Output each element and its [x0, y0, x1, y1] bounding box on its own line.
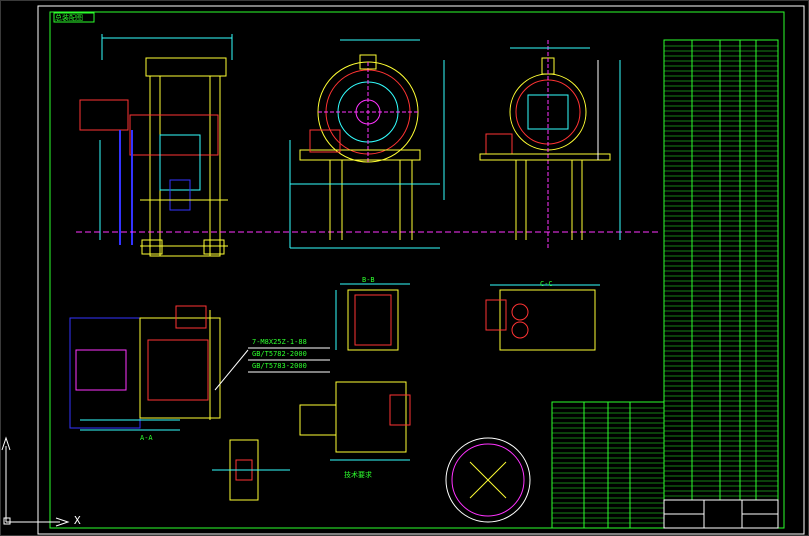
annotation-standard-2: GB/T5783-2000 — [252, 362, 307, 370]
ucs-icon — [1, 436, 70, 527]
section-label-b: B-B — [362, 276, 375, 284]
annotation-requirements: 技术要求 — [344, 471, 372, 479]
plan-view — [69, 305, 249, 431]
bill-table-rows — [552, 407, 664, 524]
bill-table — [551, 401, 665, 529]
detail-view-c — [299, 381, 411, 461]
side-view — [289, 39, 445, 249]
title-tag: 总装配图 — [55, 14, 83, 22]
notes-lines — [248, 347, 330, 373]
annotation-bolt: 7-M8X25Z-1-88 — [252, 338, 307, 346]
parts-list-rows — [664, 45, 778, 497]
end-view — [479, 40, 621, 250]
flange-view — [445, 437, 531, 523]
annotation-standard-1: GB/T5782-2000 — [252, 350, 307, 358]
section-label-c: C-C — [540, 280, 553, 288]
title-block — [663, 499, 779, 529]
drawing-frame — [37, 5, 805, 535]
title-tag-box — [53, 12, 95, 23]
ucs-x-label: X — [74, 514, 81, 527]
section-label-a: A-A — [140, 434, 153, 442]
detail-view-d — [212, 439, 290, 501]
front-view — [79, 34, 233, 257]
detail-view-b — [485, 284, 600, 351]
detail-view-a — [335, 283, 410, 351]
